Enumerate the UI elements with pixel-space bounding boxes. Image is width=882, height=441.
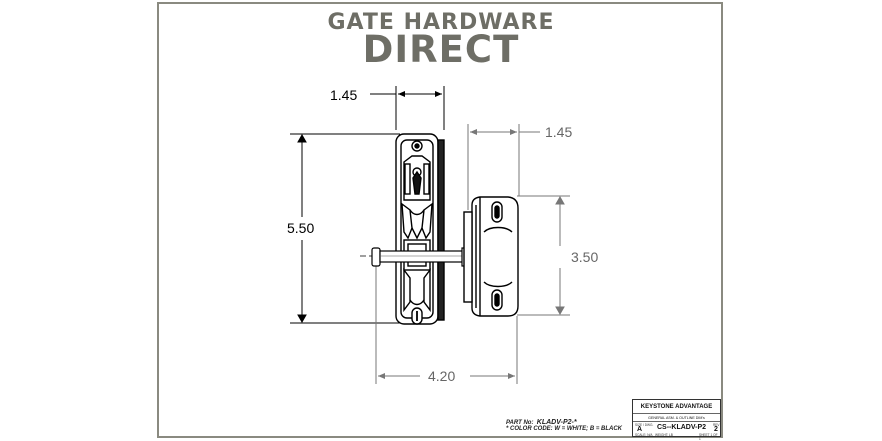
title-block-rev-value: 2 — [714, 426, 718, 433]
label-latch-height: 5.50 — [287, 220, 315, 236]
part-number-value: KLADV-P2-* — [536, 419, 577, 426]
dim-arm-width — [467, 124, 540, 210]
dim-latch-width — [370, 86, 445, 130]
label-receiver-height: 3.50 — [571, 249, 599, 265]
latch-body — [395, 133, 445, 325]
title-block-company: KEYSTONE ADVANTAGE — [633, 400, 720, 414]
dim-overall-length — [375, 260, 518, 384]
title-block-dwg-no: CS--KLADV-P2 — [657, 424, 707, 431]
dim-latch-height — [290, 133, 410, 324]
title-block-size-label: SIZE / DWG. — [635, 423, 654, 427]
label-latch-width: 1.45 — [330, 87, 358, 103]
dim-receiver-height — [517, 195, 570, 316]
part-number-label: PART No: — [506, 420, 534, 426]
color-code-text: * COLOR CODE: W = WHITE; B = BLACK — [506, 426, 622, 432]
label-overall-length: 4.20 — [428, 368, 456, 384]
title-block-weight-value: LB — [669, 433, 673, 437]
brand-title-top: GATE HARDWARE — [327, 10, 555, 35]
title-block-title: GENERAL ASM. & OUTLINE DIM's — [633, 414, 720, 422]
receiver-body — [463, 196, 519, 317]
title-block-weight-label: WEIGHT: — [655, 433, 669, 437]
label-arm-width: 1.45 — [545, 124, 573, 140]
part-number-block: PART No: KLADV-P2-* * COLOR CODE: W = WH… — [506, 419, 622, 432]
title-block: KEYSTONE ADVANTAGE GENERAL ASM. & OUTLIN… — [632, 399, 721, 441]
title-block-size-value: A — [637, 426, 643, 433]
title-block-rev-label: REV — [713, 423, 720, 427]
title-block-sheet: SHEET 1 OF 1 — [699, 433, 718, 441]
brand-title-bottom: DIRECT — [362, 28, 520, 71]
title-block-scale: SCALE: N/A — [635, 433, 653, 437]
